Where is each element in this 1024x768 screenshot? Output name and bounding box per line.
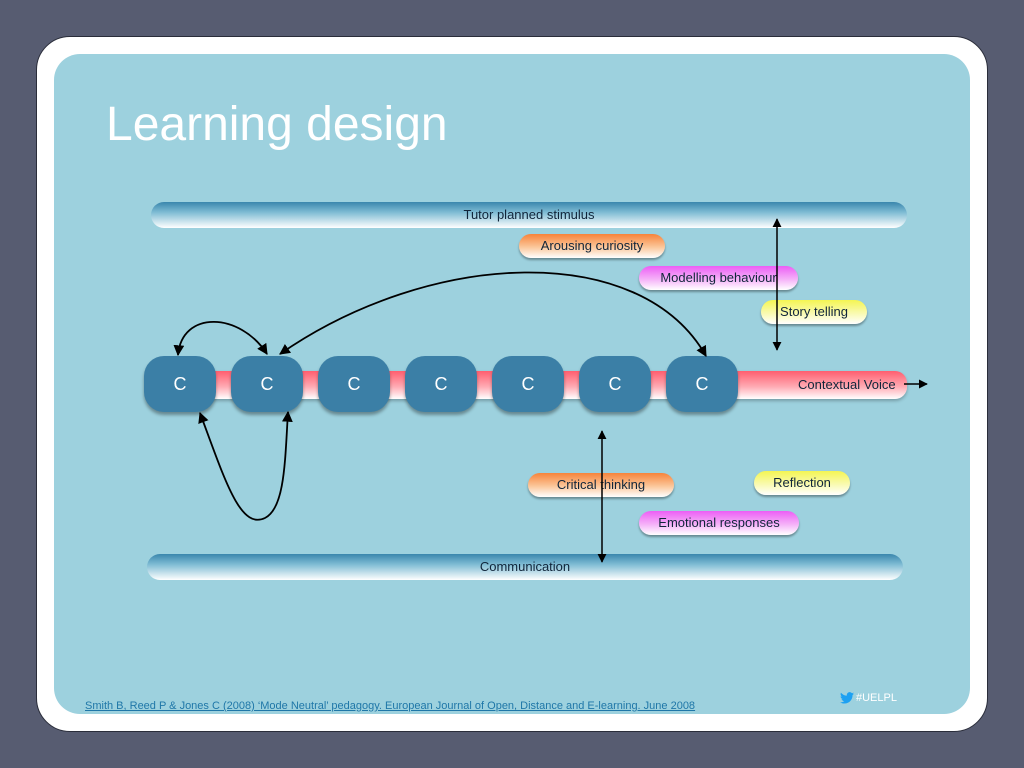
- citation-link[interactable]: Smith B, Reed P & Jones C (2008) ‘Mode N…: [85, 700, 696, 712]
- hashtag: #UELPL: [840, 692, 897, 704]
- hashtag-text: #UELPL: [856, 692, 897, 704]
- twitter-bird-icon: [840, 692, 854, 704]
- communication-band: Communication: [147, 554, 903, 580]
- c-node-5: C: [492, 356, 564, 412]
- modelling-behaviour-pill: Modelling behaviour: [639, 266, 798, 290]
- c-node-1: C: [144, 356, 216, 412]
- curved-arrow-node1-node2-top: [173, 321, 268, 357]
- c-node-3: C: [318, 356, 390, 412]
- arousing-curiosity-pill: Arousing curiosity: [519, 234, 665, 258]
- curved-arrow-node1-node2-bottom: [198, 410, 293, 521]
- emotional-responses-pill: Emotional responses: [639, 511, 799, 535]
- c-node-2: C: [231, 356, 303, 412]
- contextual-voice-label: Contextual Voice: [798, 377, 896, 392]
- reflection-pill: Reflection: [754, 471, 850, 495]
- c-node-6: C: [579, 356, 651, 412]
- c-node-4: C: [405, 356, 477, 412]
- slide-title: Learning design: [106, 98, 448, 151]
- c-node-7: C: [666, 356, 738, 412]
- curved-arrow-node7-to-node2: [279, 271, 707, 357]
